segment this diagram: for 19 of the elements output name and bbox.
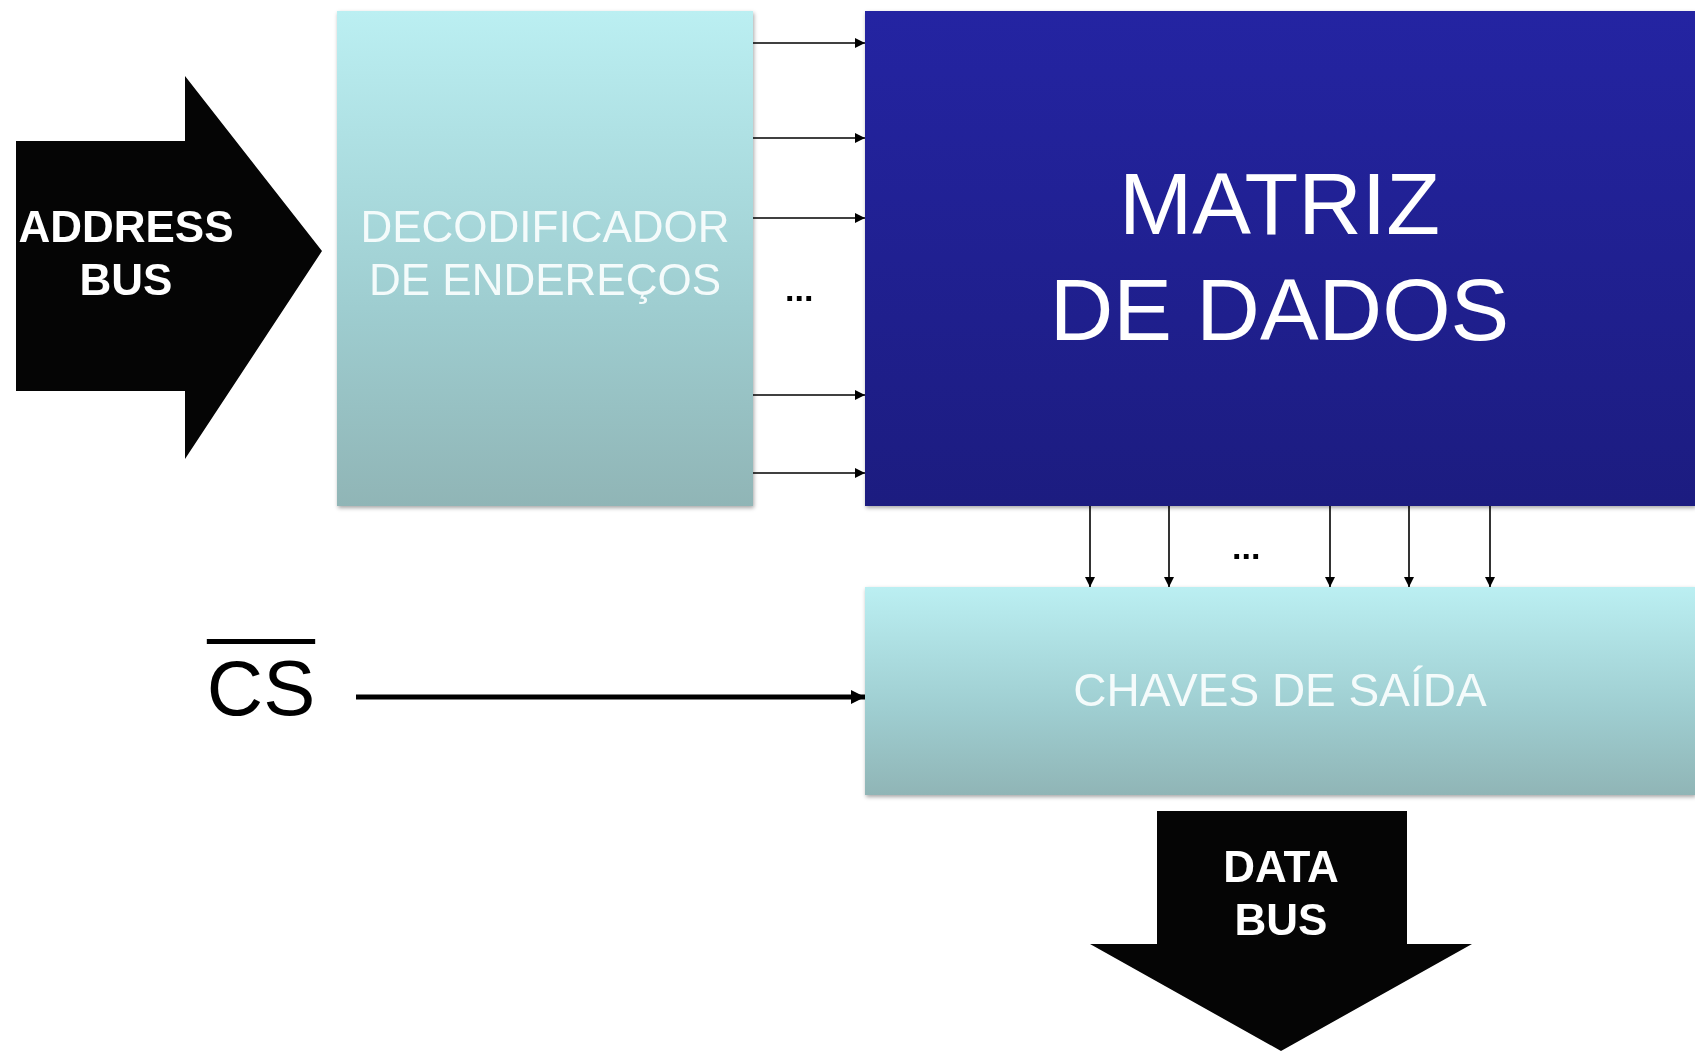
block-label: MATRIZ DE DADOS [1048,153,1511,361]
block-label: CHAVES DE SAÍDA [1072,663,1488,718]
block-label: DECODIFICADOR DE ENDEREÇOS [359,201,731,306]
arrow [356,690,865,704]
block-label: ADDRESS BUS [17,201,235,306]
arrow [752,468,866,478]
arrow [1164,505,1174,588]
arrow [1485,505,1495,588]
arrow [752,38,866,48]
arrow [1085,505,1095,588]
arrow [1404,505,1414,588]
arrow [1325,505,1335,588]
arrow [752,390,866,400]
ellipsis-label: ... [1232,530,1261,564]
arrow [752,133,866,143]
block-label: DATA BUS [1222,841,1340,946]
ellipsis-label: ... [785,272,814,306]
arrow [752,213,866,223]
signal-label: CS [205,643,317,734]
